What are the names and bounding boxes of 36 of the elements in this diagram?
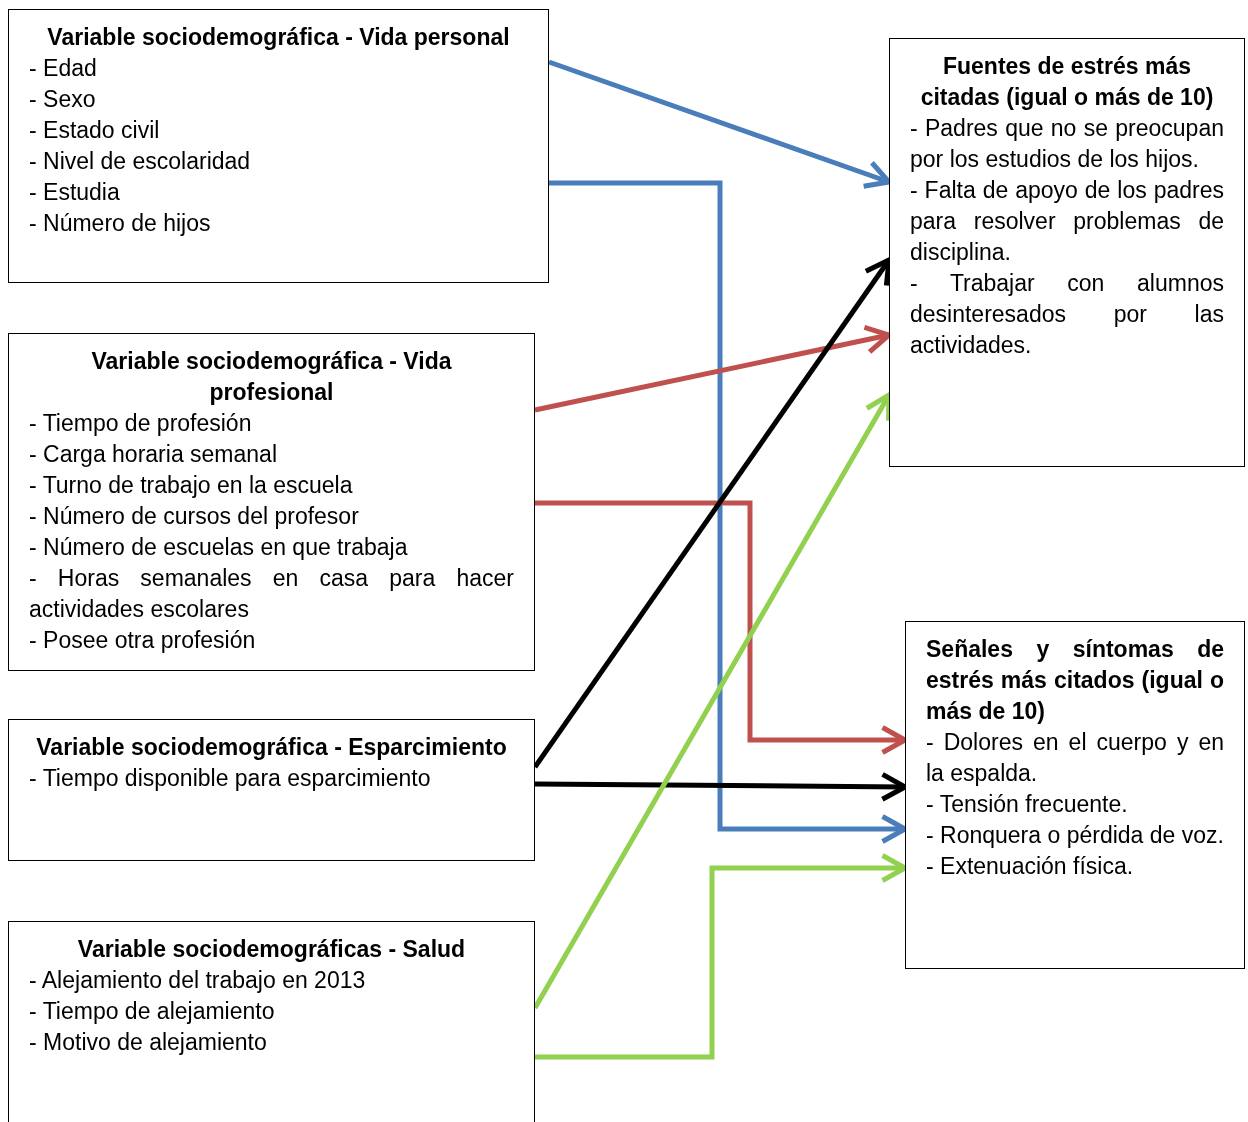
list-item: - Estado civil (29, 116, 161, 145)
list-item: - Horas semanales en casa para hacer actividades escolares (29, 564, 514, 624)
text-box (889, 38, 1245, 467)
text-box (8, 333, 535, 671)
list-item: - Padres que no se preocupan por los estudios de los hijos. (910, 114, 1224, 174)
box-heading: Variable sociodemográficas - Salud (76, 935, 467, 964)
list-item: - Motivo de alejamiento (29, 1028, 268, 1057)
text-box (905, 621, 1245, 969)
list-item: - Número de hijos (29, 209, 212, 238)
box-heading: Variable sociodemográfica - Vida personal (46, 23, 511, 52)
list-item: - Dolores en el cuerpo y en la espalda. (926, 728, 1224, 788)
list-item: - Tensión frecuente. (926, 790, 1129, 819)
list-item: - Estudia (29, 178, 121, 207)
list-item: - Número de cursos del profesor (29, 502, 360, 531)
text-box (8, 9, 549, 283)
box-heading: Señales y síntomas de estrés más citados (igual o más de 10) (926, 635, 1224, 726)
box-heading: Variable sociodemográfica - Esparcimiento (35, 733, 508, 762)
text-box (8, 921, 535, 1122)
list-item: - Posee otra profesión (29, 626, 257, 655)
list-item: - Trabajar con alumnos desinteresados por las actividades. (910, 269, 1224, 360)
list-item: - Ronquera o pérdida de voz. (926, 821, 1224, 850)
list-item: - Edad (29, 54, 98, 83)
list-item: - Extenuación física. (926, 852, 1135, 881)
list-item: - Carga horaria semanal (29, 440, 278, 469)
list-item: - Tiempo disponible para esparcimiento (29, 764, 432, 793)
list-item: - Nivel de escolaridad (29, 147, 252, 176)
list-item: - Falta de apoyo de los padres para resolver problemas de disciplina. (910, 176, 1224, 267)
box-heading: Variable sociodemográfica - Vida profesional (90, 347, 453, 407)
list-item: - Número de escuelas en que trabaja (29, 533, 409, 562)
list-item: - Sexo (29, 85, 97, 114)
list-item: - Alejamiento del trabajo en 2013 (29, 966, 367, 995)
list-item: - Tiempo de profesión (29, 409, 253, 438)
list-item: - Tiempo de alejamiento (29, 997, 276, 1026)
list-item: - Turno de trabajo en la escuela (29, 471, 354, 500)
text-box (8, 719, 535, 861)
box-heading: Fuentes de estrés más citadas (igual o más de 10) (919, 52, 1215, 112)
